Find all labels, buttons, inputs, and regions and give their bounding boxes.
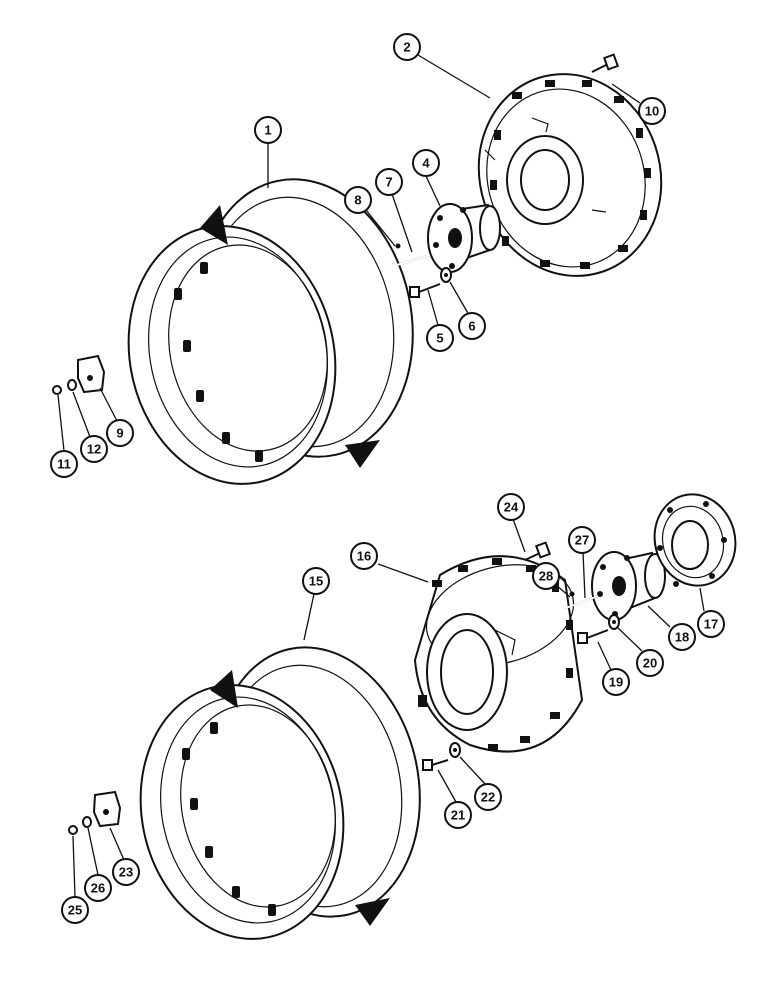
bolt-icon [409,283,441,298]
callout-8: 8 [344,186,372,214]
svg-text:16: 16 [357,549,371,564]
pin-icon [396,254,431,266]
bolt-icon [577,629,609,644]
nut-icon [608,614,620,630]
clamp-icon [92,790,122,828]
svg-text:23: 23 [119,865,133,880]
callout-11: 11 [50,450,78,478]
svg-text:10: 10 [645,104,659,119]
svg-text:1: 1 [264,123,271,138]
svg-text:8: 8 [354,193,361,208]
callout-4: 4 [412,149,440,177]
clamp-icon [77,354,106,394]
nut-icon [440,267,452,283]
washer-icon [569,591,575,597]
hub-icon [427,203,501,273]
svg-text:12: 12 [87,442,101,457]
nut-icon [68,825,78,835]
callout-1: 1 [254,116,282,144]
svg-text:9: 9 [116,426,123,441]
callout-26: 26 [84,874,112,902]
svg-text:2: 2 [403,40,410,55]
leader-lines [57,54,705,898]
bolt-icon [591,53,620,73]
svg-text:11: 11 [57,457,71,472]
pin-icon [565,595,599,609]
callout-7: 7 [375,168,403,196]
svg-text:21: 21 [451,808,465,823]
callout-17: 17 [697,610,725,638]
callout-19: 19 [602,668,630,696]
callout-12: 12 [80,435,108,463]
bolt-icon [422,759,449,771]
wheel-rim-icon [139,646,421,940]
callout-6: 6 [458,312,486,340]
hub-icon [591,551,666,621]
svg-text:15: 15 [309,574,323,589]
svg-text:17: 17 [704,617,718,632]
callout-18: 18 [668,623,696,651]
washer-icon [67,379,77,391]
callout-27: 27 [568,526,596,554]
svg-text:18: 18 [675,630,689,645]
nut-icon [52,385,62,395]
svg-text:22: 22 [481,790,495,805]
svg-text:27: 27 [575,533,589,548]
svg-text:28: 28 [539,569,553,584]
washer-icon [395,243,401,249]
washer-icon [82,816,92,828]
callout-24: 24 [497,493,525,521]
svg-text:20: 20 [643,656,657,671]
svg-text:19: 19 [609,675,623,690]
callout-20: 20 [636,649,664,677]
svg-text:5: 5 [436,331,443,346]
svg-text:25: 25 [68,903,82,918]
bolt-icon [524,541,552,561]
callout-16: 16 [350,542,378,570]
svg-text:26: 26 [91,881,105,896]
hub-cap-icon [653,493,737,587]
callout-21: 21 [444,801,472,829]
wheel-center-disc-icon [477,73,663,277]
callout-23: 23 [112,858,140,886]
svg-text:7: 7 [385,175,392,190]
svg-text:6: 6 [468,319,475,334]
callout-9: 9 [106,419,134,447]
callout-28: 28 [532,562,560,590]
callout-10: 10 [638,97,666,125]
callout-25: 25 [61,896,89,924]
svg-text:24: 24 [504,500,519,515]
callout-2: 2 [393,33,421,61]
wheel-rim-icon [127,178,414,485]
nut-icon [449,742,461,758]
callout-22: 22 [474,783,502,811]
callout-5: 5 [426,324,454,352]
callout-15: 15 [302,567,330,595]
svg-text:4: 4 [422,156,430,171]
